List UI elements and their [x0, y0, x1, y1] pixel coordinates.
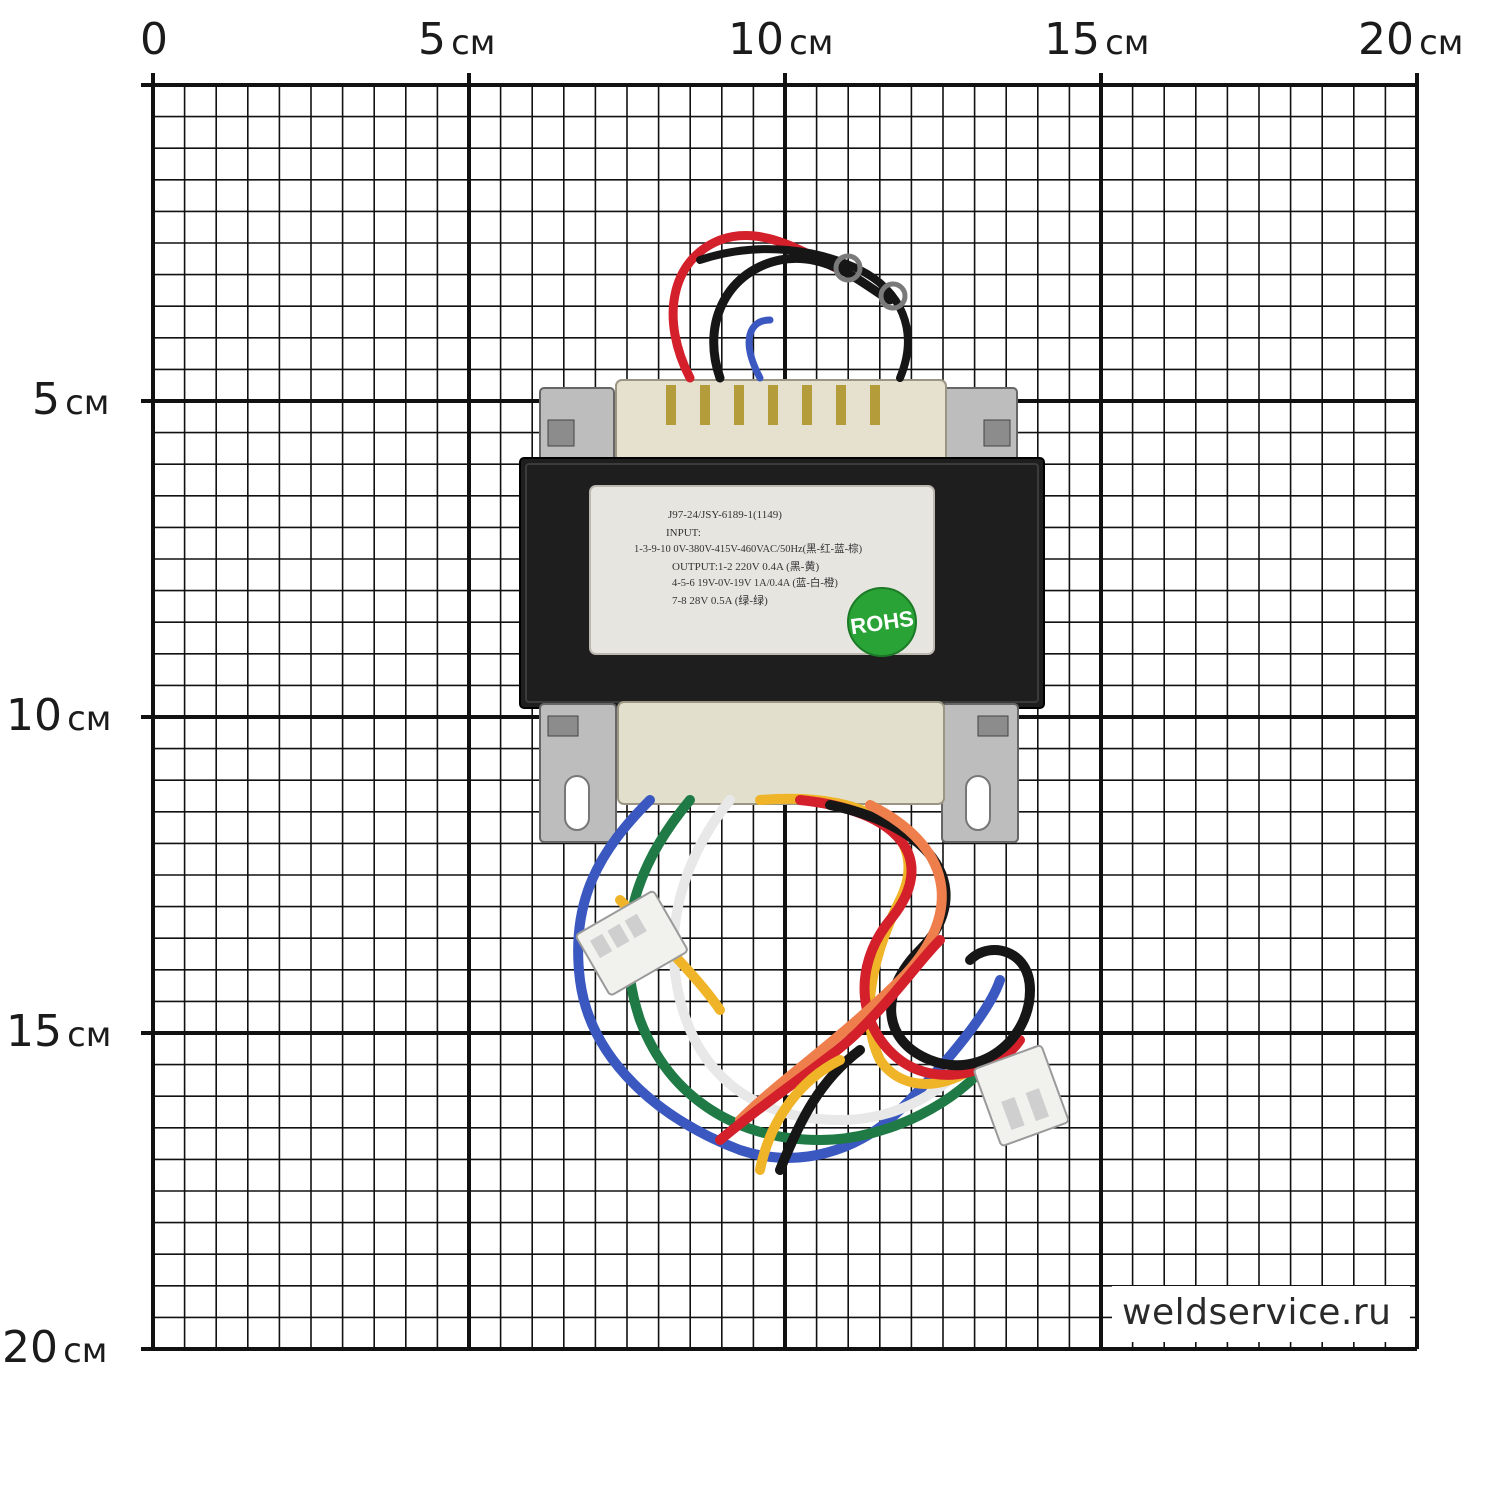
primary-wires: [668, 231, 912, 383]
y-axis-label-5: 5 см: [32, 374, 110, 425]
nameplate-line-4: OUTPUT:1-2 220V 0.4A (黑-黄): [672, 559, 819, 573]
y-axis-label-15: 15 см: [6, 1006, 112, 1057]
nameplate: J97-24/JSY-6189-1(1149) INPUT: 1-3-9-10 …: [589, 485, 935, 657]
y-axis-label-10: 10 см: [6, 690, 112, 741]
secondary-wire-harness: [573, 793, 1036, 1175]
nameplate-line-2: INPUT:: [666, 527, 701, 539]
x-axis-label-5: 5 см: [418, 14, 496, 65]
nameplate-line-1: J97-24/JSY-6189-1(1149): [668, 509, 782, 521]
x-axis-label-10: 10 см: [728, 14, 834, 65]
x-axis-label-20: 20 см: [1358, 14, 1464, 65]
rohs-badge: [847, 587, 917, 657]
watermark-background: [1112, 1286, 1410, 1342]
nameplate-line-3: 1-3-9-10 0V-380V-415V-460VAC/50Hz(黑-红-蓝-…: [634, 542, 863, 555]
watermark: weldservice.ru: [1122, 1292, 1392, 1333]
connector-3pin: [575, 890, 688, 996]
nameplate-line-5: 4-5-6 19V-0V-19V 1A/0.4A (蓝-白-橙): [672, 576, 838, 589]
y-axis-label-20: 20 см: [2, 1322, 108, 1373]
connector-2pin: [973, 1044, 1070, 1147]
x-axis-label-15: 15 см: [1044, 14, 1150, 65]
nameplate-line-6: 7-8 28V 0.5A (绿-绿): [672, 593, 768, 607]
x-axis-label-0: 0: [140, 14, 168, 65]
top-bobbin: [615, 379, 947, 473]
bottom-bobbin: [617, 701, 945, 805]
